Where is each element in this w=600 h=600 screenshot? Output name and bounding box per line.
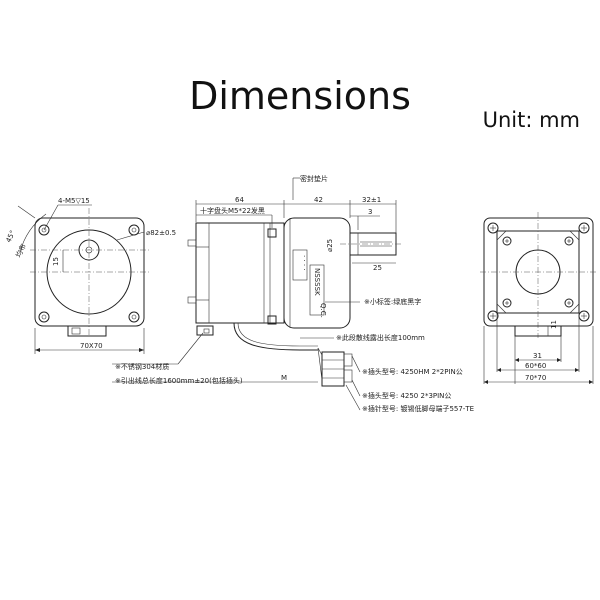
dim-60: 60*60 xyxy=(525,362,546,370)
dim-31: 31 xyxy=(533,352,542,360)
lead-length-callout: ※引出线总长度1600mm±20(包括插头) xyxy=(115,376,243,385)
screw-label: 十字盘头M5*22发黑 xyxy=(200,206,265,215)
side-connector xyxy=(196,325,214,336)
front-connector xyxy=(67,325,107,337)
steel-callout: ※不锈钢304材质 xyxy=(115,362,169,371)
angle-label: 45° xyxy=(5,229,18,244)
pilot-diameter-label: ⌀82±0.5 xyxy=(146,229,176,237)
shaft-key-label: 25 xyxy=(373,264,382,272)
side-view: · · · · NSSSSK Q.C. 64 42 32±1 xyxy=(112,174,474,413)
qc-text: Q.C. xyxy=(319,303,327,318)
rear-connector xyxy=(514,325,562,337)
dim-11: 11 xyxy=(550,320,558,329)
dim-32: 32±1 xyxy=(362,196,381,204)
plug-type2-callout: ※插头型号: 4250 2*3PIN公 xyxy=(362,391,451,400)
gearbox xyxy=(283,217,351,329)
pin-type-callout: ※插针型号: 镀锡低脚母端子557-TE xyxy=(362,404,474,413)
dim-64: 64 xyxy=(235,196,244,204)
plug-type-callout: ※插头型号: 4250HM 2*2PIN公 xyxy=(362,367,463,376)
mount-thread-label: 4-M5▽15 xyxy=(58,197,90,205)
front-view: 45° 均布 4-M5▽15 ⌀82±0.5 15 70X70 xyxy=(5,197,176,354)
dim-70: 70*70 xyxy=(525,374,546,382)
brand-text: NSSSSK xyxy=(313,268,321,296)
exposed-length-callout: ※此段散线露出长度100mm xyxy=(336,333,425,342)
dim-3: 3 xyxy=(368,208,372,216)
rear-view: 11 31 60*60 70*70 xyxy=(480,212,598,384)
pitch-label: 均布 xyxy=(14,242,28,258)
page-title: Dimensions xyxy=(189,74,411,118)
unit-label: Unit: mm xyxy=(482,108,580,132)
rear-screws xyxy=(487,222,590,322)
svg-text:· · · ·: · · · · xyxy=(300,255,308,271)
key-height-label: 15 xyxy=(52,257,60,266)
lead-wires xyxy=(233,322,318,351)
dim-42: 42 xyxy=(314,196,323,204)
gasket-label: 密封垫片 xyxy=(300,174,328,183)
m-label: M xyxy=(281,374,287,382)
front-width-label: 70X70 xyxy=(80,342,103,350)
shaft-diameter-label: ⌀25 xyxy=(326,239,334,252)
small-label-callout: ※小标签:绿底黑字 xyxy=(364,297,421,306)
